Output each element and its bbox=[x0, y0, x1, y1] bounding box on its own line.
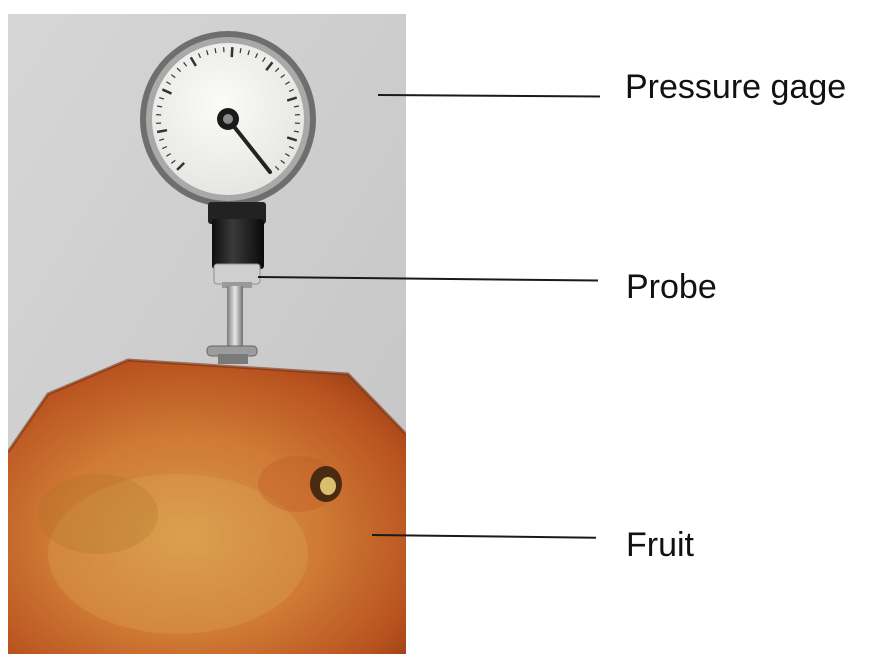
fruit-icon bbox=[8, 360, 406, 654]
pressure-gage-leader-line bbox=[378, 94, 600, 98]
gauge-tick bbox=[157, 130, 167, 132]
probe-label: Probe bbox=[626, 270, 717, 304]
gauge-tick bbox=[232, 47, 233, 57]
penetrometer-photo bbox=[8, 14, 406, 654]
pressure-gage-label: Pressure gage bbox=[625, 70, 846, 104]
pressure-gauge-icon bbox=[140, 31, 316, 207]
fruit-label: Fruit bbox=[626, 528, 694, 562]
gauge-stem bbox=[208, 202, 266, 269]
